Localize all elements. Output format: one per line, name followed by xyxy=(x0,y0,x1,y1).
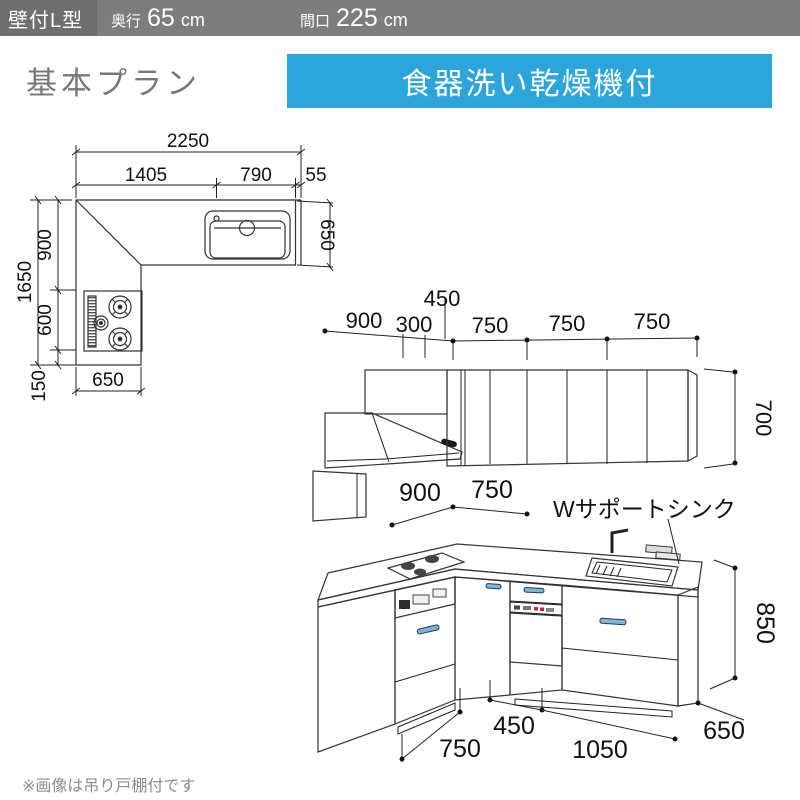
elev-dim-side-depth: 900 xyxy=(346,308,383,333)
feature-banner: 食器洗い乾燥機付 xyxy=(287,54,772,108)
depth-label: 奥行 xyxy=(111,12,142,30)
persp-dim-front-left: 750 xyxy=(439,735,481,763)
corner-cabinet-front xyxy=(454,576,511,701)
plan-dim-upper-depth: 900 xyxy=(35,229,56,261)
sink-3d xyxy=(585,528,681,587)
right-drawer-handle xyxy=(599,617,627,626)
frontage-unit: cm xyxy=(383,9,408,30)
frontage-spec: 間口 225 cm xyxy=(286,4,408,33)
persp-dim-corner: 450 xyxy=(493,712,535,740)
plan-dim-cooktop-span: 600 xyxy=(35,304,56,336)
perspective-dimensions xyxy=(389,504,745,762)
cooktop-3d xyxy=(386,552,466,580)
plan-dim-arm-width: 650 xyxy=(92,370,124,391)
plan-sink xyxy=(204,210,291,260)
elev-dim-height: 700 xyxy=(751,400,776,437)
left-drawer-handle xyxy=(416,624,440,635)
plan-dim-bottom-gap: 150 xyxy=(29,370,50,402)
page-title: 基本プラン xyxy=(26,66,201,101)
cabinet-side-panel xyxy=(687,368,698,463)
depth-value: 65 xyxy=(147,3,175,32)
hood-back-panel xyxy=(364,369,448,415)
burner-small xyxy=(93,315,109,331)
persp-dim-back-right: 750 xyxy=(471,476,513,504)
persp-dim-end-depth: 650 xyxy=(703,717,745,745)
right-end-panel xyxy=(677,586,699,707)
hood-handle xyxy=(441,438,457,448)
plan-cooktop xyxy=(83,290,143,352)
plan-dim-total-depth: 1650 xyxy=(15,261,36,303)
elev-dim-cab1: 750 xyxy=(472,313,509,338)
faucet xyxy=(610,528,629,553)
range-hood xyxy=(324,412,463,469)
plan-counter-outline xyxy=(75,199,302,366)
wall-end-panel xyxy=(312,470,367,522)
spec-header-bar: 壁付L型 奥行 65 cm 間口 225 cm xyxy=(0,0,800,36)
burner-large-top xyxy=(108,295,132,319)
corner-handle xyxy=(485,583,502,590)
plan-view-diagram: 2250 1405 790 55 1650 900 600 150 650 65… xyxy=(15,131,337,402)
toe-kick-right xyxy=(514,698,673,718)
elev-dim-corner-cab: 450 xyxy=(424,286,461,311)
wall-cabinets xyxy=(446,368,698,467)
left-end-panel xyxy=(317,589,396,753)
right-drawers-front xyxy=(561,584,679,707)
persp-dim-height: 850 xyxy=(751,602,779,644)
persp-dim-front-right: 1050 xyxy=(572,736,628,764)
elevation-dimensions xyxy=(322,297,738,469)
plan-dim-sink-width: 790 xyxy=(240,165,272,186)
persp-dim-back-left: 900 xyxy=(399,479,441,507)
plan-dim-right-depth: 650 xyxy=(316,219,337,251)
sink-callout-label: Wサポートシンク xyxy=(553,496,736,522)
elev-dim-filler: 300 xyxy=(396,312,433,337)
plan-dim-total-width: 2250 xyxy=(167,131,209,152)
frontage-value: 225 xyxy=(336,3,378,32)
plan-dimensions xyxy=(30,145,334,396)
frontage-label: 間口 xyxy=(300,12,331,30)
burner-large-bottom xyxy=(108,327,132,351)
dishwasher xyxy=(509,580,563,696)
elevation-view-diagram: 900 300 450 750 750 750 700 xyxy=(322,286,776,469)
elev-dim-cab3: 750 xyxy=(634,309,671,334)
elev-dim-cab2: 750 xyxy=(549,311,586,336)
countertop xyxy=(317,543,703,608)
plan-dim-left-width: 1405 xyxy=(125,165,167,186)
layout-type-label: 壁付L型 xyxy=(0,0,97,36)
perspective-view-diagram: 900 750 Wサポートシンク 850 750 450 1050 650 xyxy=(312,470,779,764)
toe-kick-left xyxy=(397,702,456,735)
footnote: ※画像は吊り戸棚付です xyxy=(22,778,196,795)
depth-spec: 奥行 65 cm xyxy=(97,4,286,33)
plan-dim-end-gap: 55 xyxy=(305,165,326,186)
depth-unit: cm xyxy=(180,9,205,30)
